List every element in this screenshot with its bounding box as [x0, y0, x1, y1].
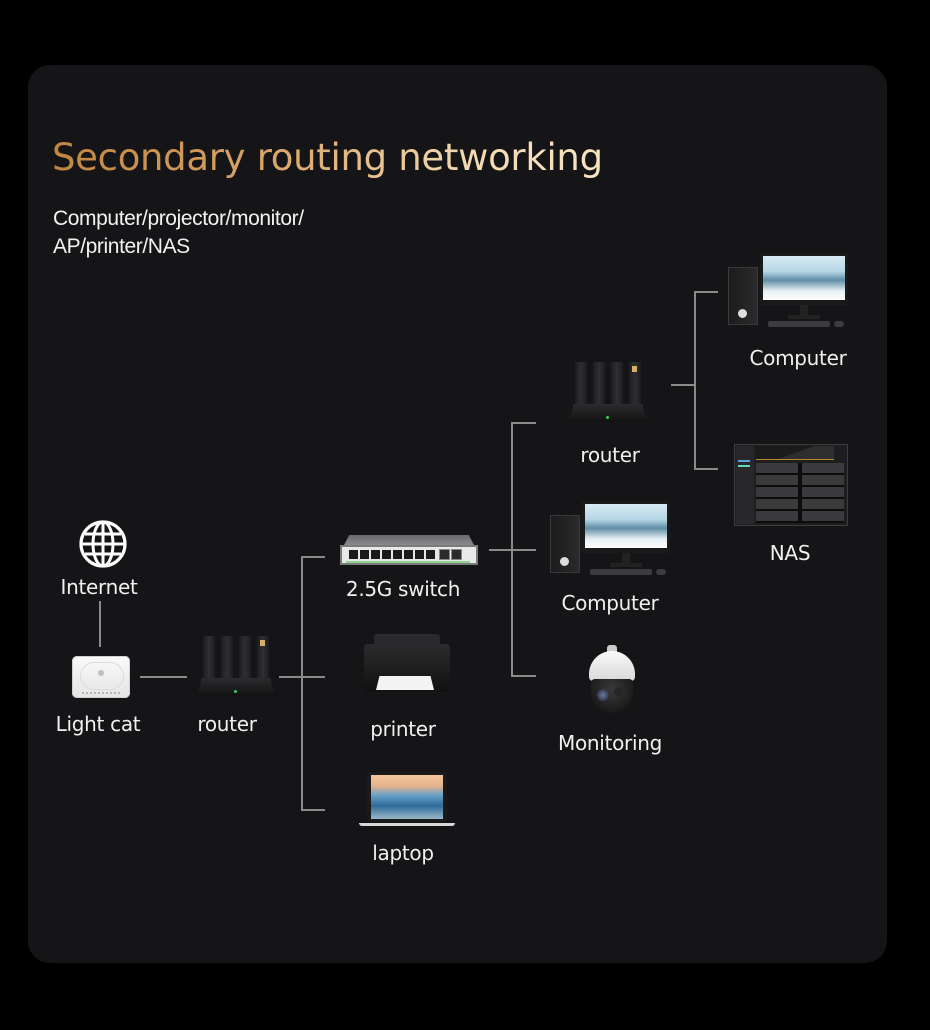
- laptop-icon: [359, 772, 455, 828]
- connector-to-laptop: [301, 809, 325, 811]
- connector-to-nas: [694, 468, 718, 470]
- desktop-computer-icon: [550, 501, 672, 581]
- connector-to-router-computer: [694, 291, 718, 293]
- secondary-router-label: router: [580, 443, 640, 467]
- router-icon: [197, 636, 275, 698]
- connector-to-monitoring: [511, 675, 536, 677]
- connector-internet-lightcat: [99, 601, 101, 647]
- subtitle-line-1: Computer/projector/monitor/: [53, 207, 304, 230]
- subtitle-line-2: AP/printer/NAS: [53, 235, 190, 258]
- optical-modem-icon: [72, 656, 130, 698]
- network-switch-icon: [340, 535, 478, 569]
- connector-to-switch: [301, 556, 325, 558]
- bracket-secondary-router: [694, 292, 696, 470]
- connector-lightcat-router: [140, 676, 187, 678]
- light-cat-label: Light cat: [55, 712, 141, 736]
- router-computer-label: Computer: [749, 346, 847, 370]
- bracket-main-router: [301, 557, 303, 811]
- switch-computer-label: Computer: [561, 591, 659, 615]
- desktop-computer-icon: [728, 253, 850, 333]
- internet-label: Internet: [60, 575, 138, 599]
- globe-icon: [78, 519, 128, 569]
- dome-camera-icon: [587, 645, 637, 715]
- connector-secondary-router-bracket: [671, 384, 695, 386]
- page-title: Secondary routing networking: [52, 136, 603, 179]
- laptop-label: laptop: [372, 841, 434, 865]
- router-icon: [569, 362, 647, 424]
- printer-label: printer: [370, 717, 436, 741]
- subtitle: Computer/projector/monitor/ AP/printer/N…: [53, 205, 304, 261]
- connector-to-secondary-router: [511, 422, 536, 424]
- switch-label: 2.5G switch: [345, 577, 461, 601]
- monitoring-label: Monitoring: [558, 731, 662, 755]
- printer-icon: [364, 634, 450, 694]
- nas-label: NAS: [769, 541, 811, 565]
- bracket-switch: [511, 423, 513, 677]
- nas-icon: [734, 444, 848, 526]
- main-router-label: router: [197, 712, 257, 736]
